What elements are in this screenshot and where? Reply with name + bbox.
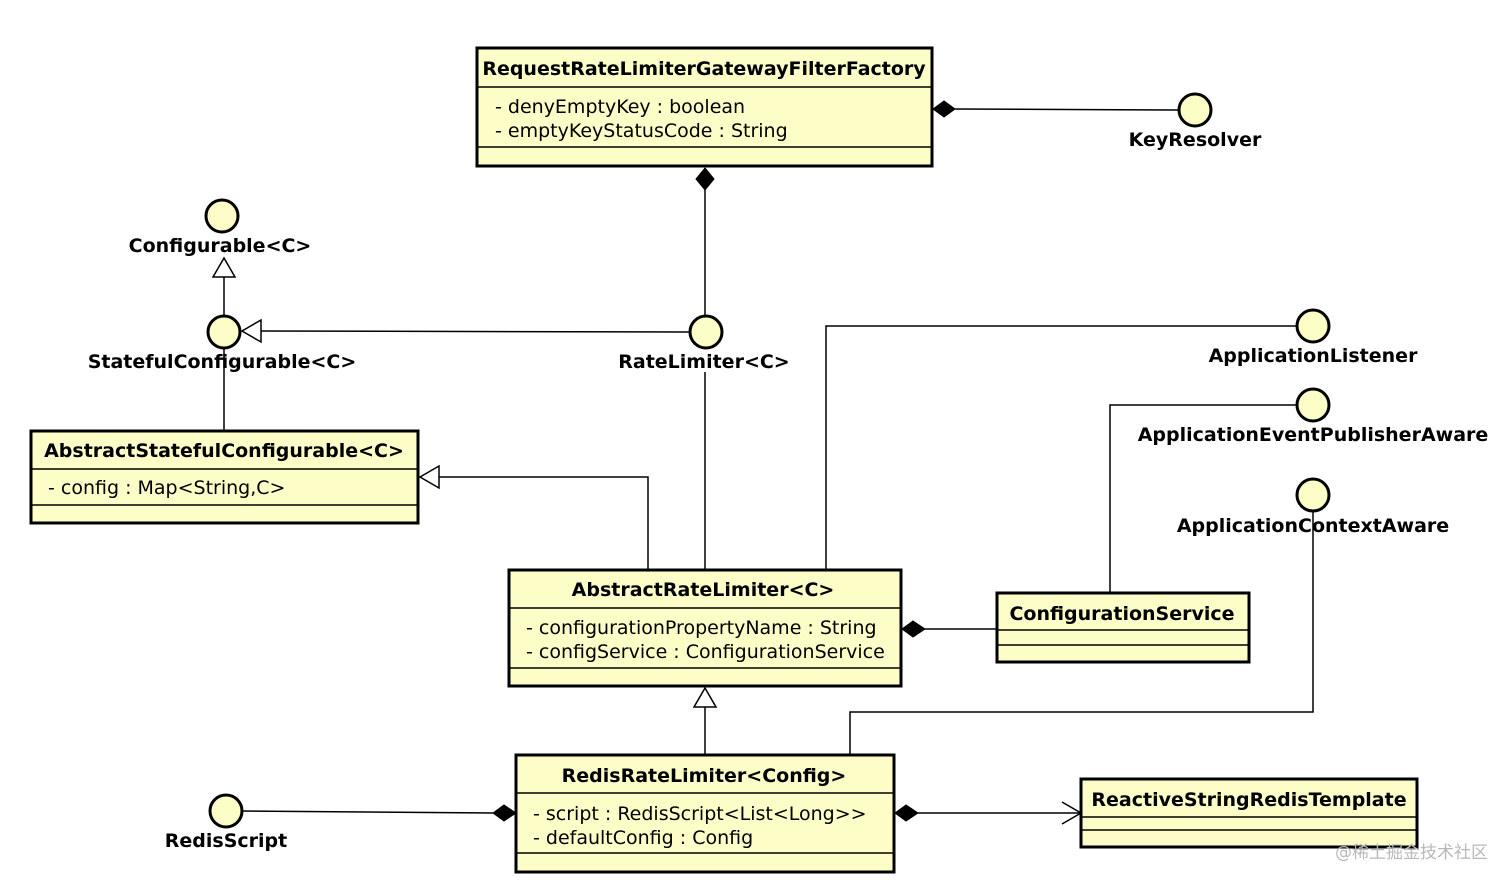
interface-circle-icon <box>1177 92 1213 128</box>
composition-diamond-icon <box>695 167 715 191</box>
edge-factory-keyresolver <box>954 108 1179 111</box>
class-attribute: - config : Map<String,C> <box>48 477 285 499</box>
class-name: ReactiveStringRedisTemplate <box>1091 789 1406 811</box>
interface-application-event-publisher-aware[interactable]: ApplicationEventPublisherAware <box>1138 387 1489 446</box>
generalization-arrow-icon <box>211 256 237 278</box>
generalization-arrow-icon <box>240 318 262 344</box>
interface-label: ApplicationListener <box>1209 345 1419 367</box>
edge-publisheraware-configurationservice <box>1109 404 1297 593</box>
generalization-arrow-icon <box>692 686 718 708</box>
class-attribute: - configurationPropertyName : String <box>526 617 877 639</box>
composition-diamond-icon <box>901 620 926 638</box>
edge-redisscript-redisratelimiter <box>242 810 494 814</box>
interface-key-resolver[interactable]: KeyResolver <box>1129 92 1262 151</box>
edge-ratelimiter-stateful <box>260 330 690 333</box>
watermark: @稀土掘金技术社区 <box>1335 843 1488 863</box>
class-configuration-service[interactable]: ConfigurationService <box>995 591 1251 664</box>
interface-rate-limiter[interactable]: RateLimiter<C> <box>618 314 790 373</box>
class-abstract-stateful-configurable[interactable]: AbstractStatefulConfigurable<C> - config… <box>29 429 420 525</box>
class-attribute: - denyEmptyKey : boolean <box>495 96 745 118</box>
interface-label: ApplicationEventPublisherAware <box>1138 424 1489 446</box>
interface-redis-script[interactable]: RedisScript <box>165 793 287 852</box>
class-reactive-string-redis-template[interactable]: ReactiveStringRedisTemplate <box>1079 777 1419 849</box>
class-attribute: - configService : ConfigurationService <box>526 641 885 663</box>
interface-label: StatefulConfigurable<C> <box>88 351 357 373</box>
interface-label: RateLimiter<C> <box>618 351 789 373</box>
interface-circle-icon <box>1295 387 1331 423</box>
class-name: RequestRateLimiterGatewayFilterFactory <box>482 58 926 80</box>
edge-applicationlistener-abstractratelimiter <box>825 325 1297 570</box>
class-name: ConfigurationService <box>1009 603 1234 625</box>
class-attribute: - defaultConfig : Config <box>533 827 753 849</box>
interface-label: ApplicationContextAware <box>1177 515 1449 537</box>
class-attribute: - emptyKeyStatusCode : String <box>495 120 788 142</box>
composition-diamond-icon <box>932 100 956 118</box>
interface-circle-icon <box>208 793 244 829</box>
interface-circle-icon <box>1295 477 1331 513</box>
class-attribute: - script : RedisScript<List<Long>> <box>533 803 867 825</box>
class-name: AbstractStatefulConfigurable<C> <box>44 440 404 462</box>
interface-configurable[interactable]: Configurable<C> <box>129 198 312 257</box>
interface-application-context-aware[interactable]: ApplicationContextAware <box>1177 477 1449 537</box>
interface-label: Configurable<C> <box>129 235 312 257</box>
interface-circle-icon <box>1295 308 1331 344</box>
interface-circle-icon <box>688 314 724 350</box>
interface-label: RedisScript <box>165 830 287 852</box>
interface-circle-icon <box>206 314 242 350</box>
interface-application-listener[interactable]: ApplicationListener <box>1209 308 1419 367</box>
composition-diamond-icon <box>894 804 919 822</box>
edge-contextaware-redisratelimiter <box>849 512 1314 755</box>
class-name: RedisRateLimiter<Config> <box>562 765 847 787</box>
class-abstract-rate-limiter[interactable]: AbstractRateLimiter<C> - configurationPr… <box>507 568 903 688</box>
generalization-arrow-icon <box>418 464 440 490</box>
interface-stateful-configurable[interactable]: StatefulConfigurable<C> <box>88 314 357 373</box>
composition-diamond-icon <box>492 804 517 822</box>
class-name: AbstractRateLimiter<C> <box>572 579 835 601</box>
interface-circle-icon <box>204 198 240 234</box>
edges <box>211 100 1314 825</box>
interface-label: KeyResolver <box>1129 129 1262 151</box>
edge-abstractratelimiter-abstractstateful <box>439 476 649 570</box>
class-request-rate-limiter-factory[interactable]: RequestRateLimiterGatewayFilterFactory -… <box>475 46 934 168</box>
class-redis-rate-limiter[interactable]: RedisRateLimiter<Config> - script : Redi… <box>514 753 896 874</box>
